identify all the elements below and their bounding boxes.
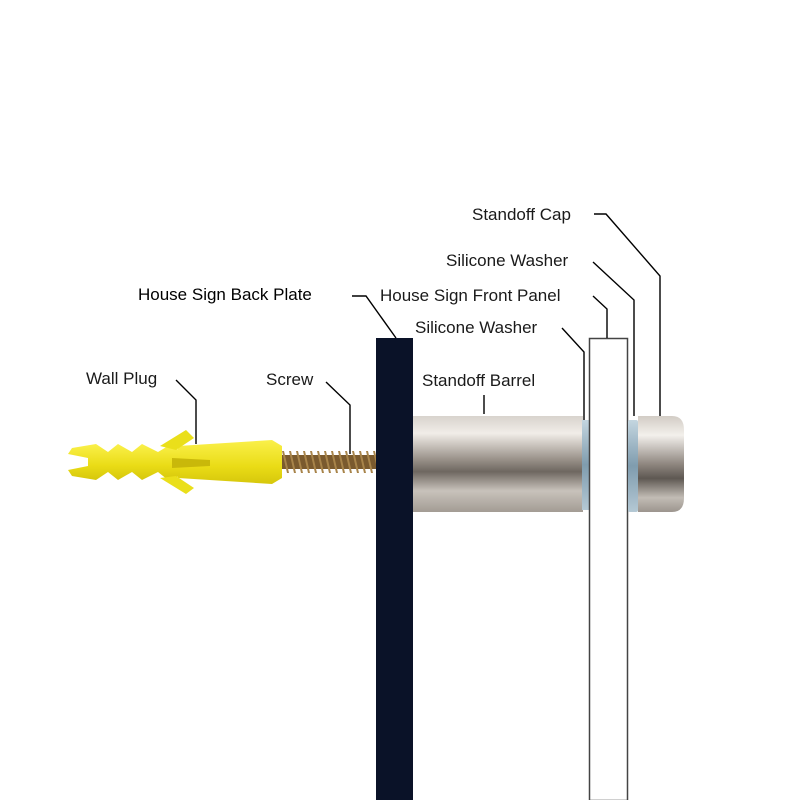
leader-standoff-cap: [594, 213, 661, 416]
back-plate: [376, 338, 413, 800]
leader-back-plate: [352, 295, 397, 339]
screw-thread-ridge: [303, 451, 310, 473]
wall-plug-fin-bottom: [160, 476, 194, 494]
screw-thread-ridge: [331, 451, 338, 473]
standoff-cap: [638, 416, 684, 512]
front-panel: [588, 337, 629, 802]
leader-front-panel: [592, 295, 608, 338]
label-back-plate: House Sign Back Plate: [138, 285, 312, 304]
screw-thread-ridge: [366, 451, 373, 473]
screw-thread-ridge: [345, 451, 352, 473]
screw-thread-ridge: [282, 451, 289, 473]
screw: [276, 451, 386, 473]
leader-lines: [175, 213, 661, 454]
screw-thread-ridge: [338, 451, 345, 473]
leader-screw: [325, 381, 351, 454]
screw-thread-ridge: [352, 451, 359, 473]
screw-thread-ridge: [296, 451, 303, 473]
label-wall-plug: Wall Plug: [86, 369, 158, 388]
silicone-washer-outer: [628, 420, 638, 512]
label-front-panel: House Sign Front Panel: [380, 286, 561, 305]
wall-plug-fin-top: [160, 430, 194, 450]
silicone-washer-inner: [582, 420, 589, 510]
screw-thread-ridge: [289, 451, 296, 473]
standoff-barrel: [413, 416, 583, 512]
leader-wall-plug: [175, 379, 197, 444]
label-screw: Screw: [266, 370, 314, 389]
screw-shank: [276, 455, 386, 469]
label-standoff-cap: Standoff Cap: [472, 205, 571, 224]
screw-thread-ridge: [359, 451, 366, 473]
screw-thread-ridge: [310, 451, 317, 473]
label-standoff-barrel: Standoff Barrel: [422, 371, 536, 390]
screw-thread-ridge: [317, 451, 324, 473]
leader-silicone-washer-outer: [592, 261, 635, 416]
wall-plug-ribs: [68, 444, 180, 480]
label-silicone-washer-inner: Silicone Washer: [415, 318, 538, 337]
wall-plug: [68, 430, 282, 494]
label-silicone-washer-outer: Silicone Washer: [446, 251, 569, 270]
wall-plug-slot: [172, 458, 210, 468]
screw-thread-ridge: [324, 451, 331, 473]
screw-threads: [282, 451, 380, 473]
leader-silicone-washer-inner: [561, 327, 585, 420]
wall-plug-body: [178, 440, 282, 484]
